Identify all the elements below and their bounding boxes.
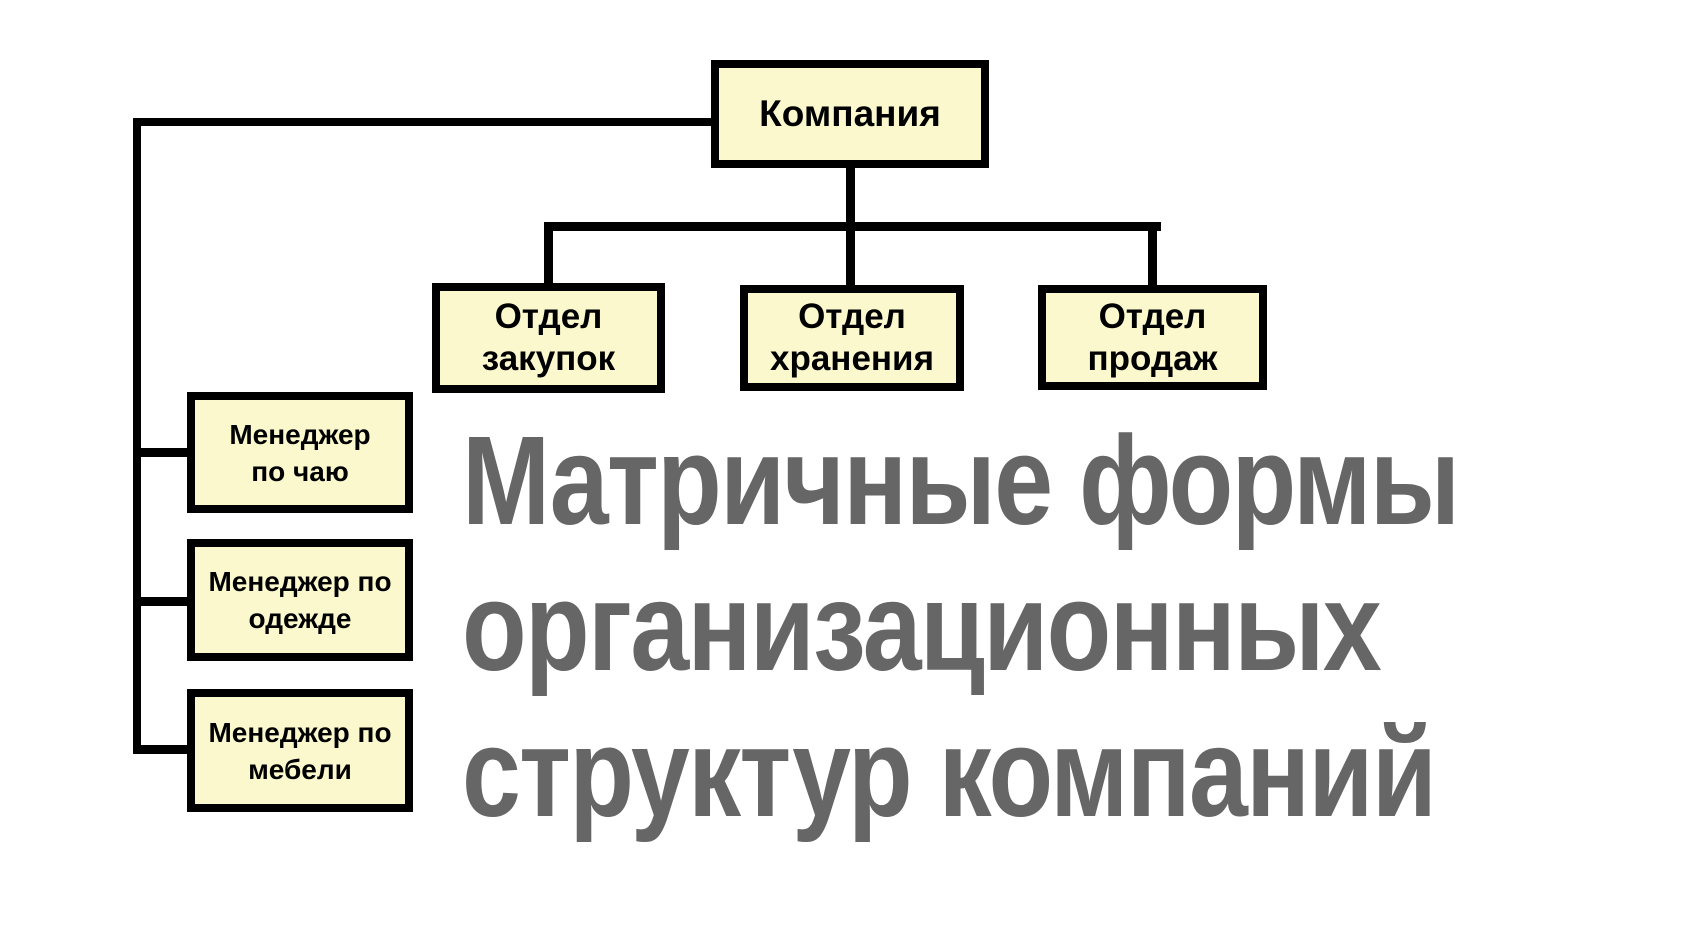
org-node-manager-tea: Менеджер по чаю: [187, 392, 413, 513]
org-node-dept-purchasing: Отдел закупок: [432, 283, 665, 393]
diagram-title-line-1: Матричные формы: [462, 410, 1460, 551]
org-node-dept-storage-label: Отдел хранения: [770, 297, 934, 378]
connector-drop-dept-sales: [1148, 226, 1157, 288]
connector-drop-dept-storage: [846, 226, 855, 288]
org-node-dept-purchasing-label: Отдел закупок: [481, 297, 616, 378]
diagram-title-line-3: структур компаний: [462, 702, 1437, 843]
org-node-company: Компания: [711, 60, 989, 168]
connector-trunk-to-company: [133, 118, 711, 126]
org-node-company-label: Компания: [759, 93, 941, 134]
org-node-manager-clothes-label: Менеджер по одежде: [208, 566, 392, 634]
org-node-dept-sales: Отдел продаж: [1038, 285, 1267, 390]
org-node-dept-storage: Отдел хранения: [740, 285, 964, 391]
connector-stub-mgr-clothes: [133, 597, 191, 606]
diagram-title: Матричные формы организационных структур…: [462, 408, 1648, 846]
org-node-manager-clothes: Менеджер по одежде: [187, 539, 413, 661]
connector-company-drop: [846, 168, 855, 230]
connector-drop-dept-purchasing: [544, 226, 553, 286]
org-node-manager-tea-label: Менеджер по чаю: [229, 418, 371, 487]
org-node-dept-sales-label: Отдел продаж: [1087, 296, 1218, 378]
connector-left-trunk: [133, 118, 141, 754]
connector-stub-mgr-tea: [133, 448, 191, 457]
connector-stub-mgr-furniture: [133, 745, 191, 754]
org-node-manager-furniture-label: Менеджер по мебели: [208, 716, 392, 785]
org-node-manager-furniture: Менеджер по мебели: [187, 689, 413, 812]
diagram-title-line-2: организационных: [462, 556, 1382, 697]
